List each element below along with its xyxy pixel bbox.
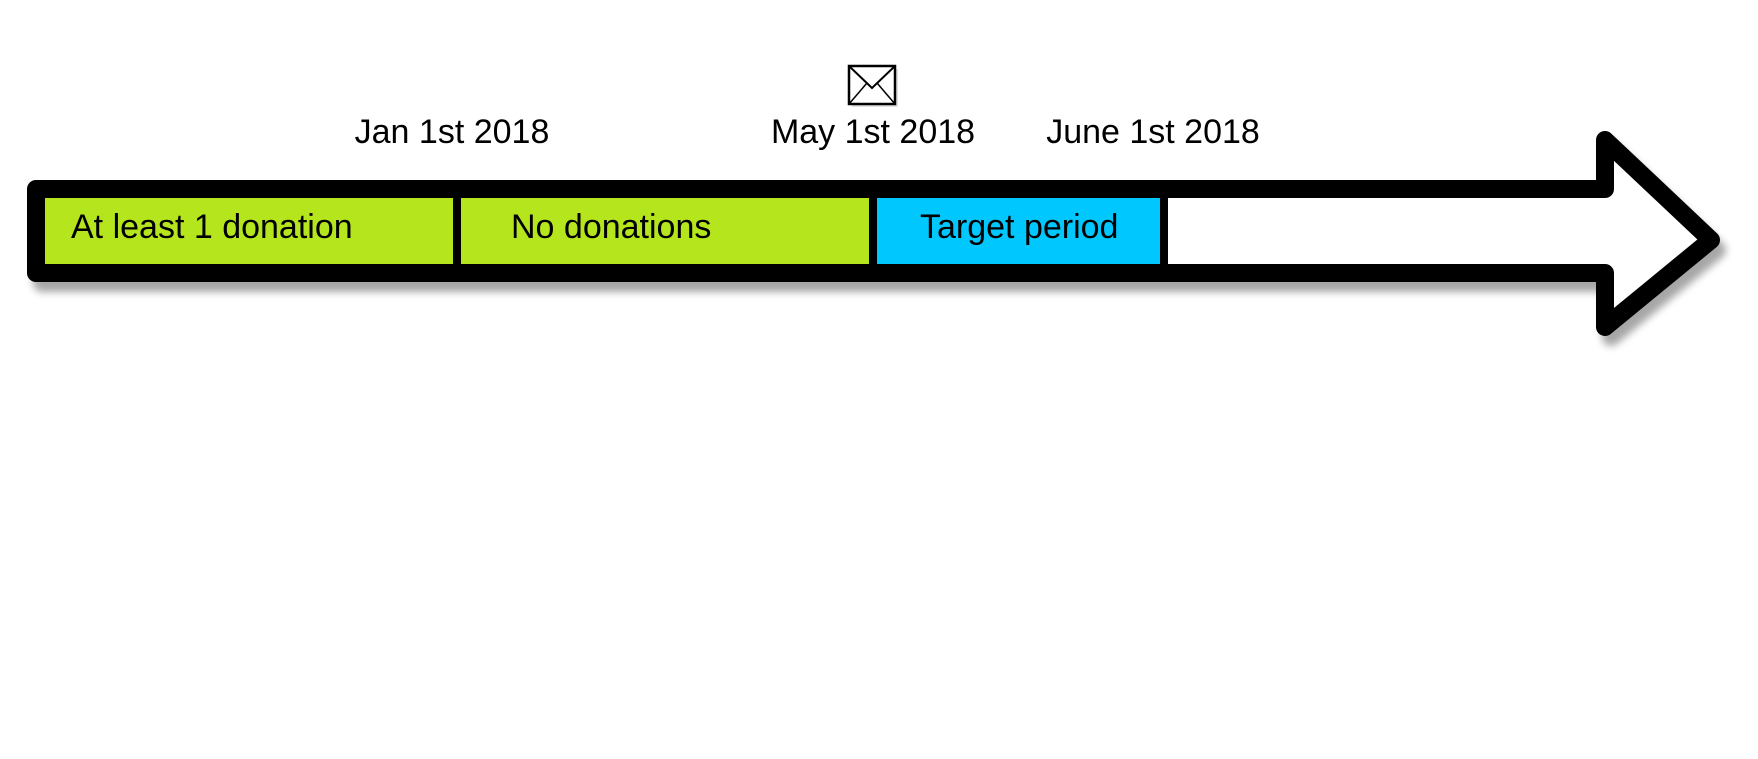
segment-label-no-donations: No donations xyxy=(511,208,712,246)
date-label-may: May 1st 2018 xyxy=(770,113,976,151)
date-label-jan: Jan 1st 2018 xyxy=(354,113,550,151)
segment-target-period xyxy=(877,198,1160,264)
segment-at-least-one-donation xyxy=(45,198,453,264)
date-label-june: June 1st 2018 xyxy=(1046,113,1260,151)
envelope-icon xyxy=(847,64,898,107)
segment-no-donations xyxy=(461,198,869,264)
segment-label-target-period: Target period xyxy=(920,208,1119,246)
segment-label-donation: At least 1 donation xyxy=(71,208,353,246)
